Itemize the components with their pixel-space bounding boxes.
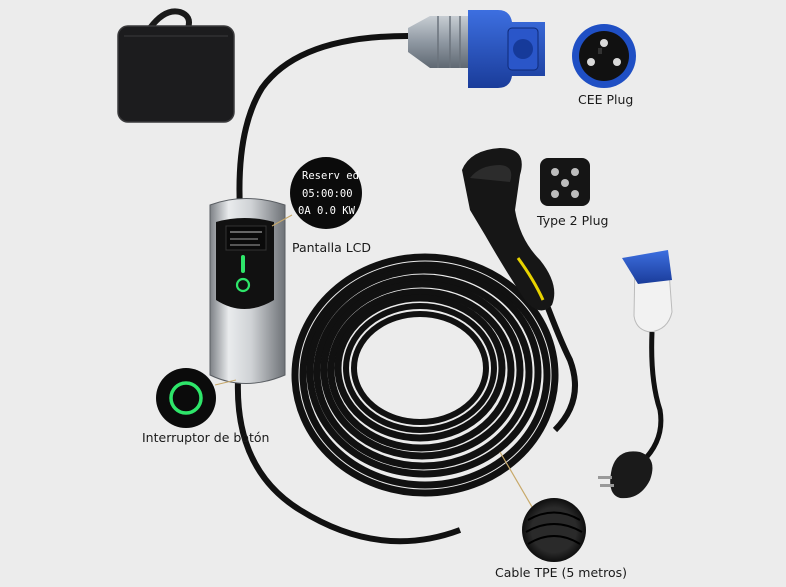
- type2-plug-label: Type 2 Plug: [537, 213, 609, 228]
- type2-plug-face: [540, 158, 590, 206]
- cable-lower: [234, 379, 462, 545]
- lcd-line-2: 05:00:00: [302, 188, 353, 200]
- carry-bag: [117, 8, 235, 123]
- control-box: [209, 198, 286, 384]
- adapter-cable: [598, 250, 673, 499]
- button-label: Interruptor de botón: [142, 430, 270, 445]
- button-callout: [156, 368, 237, 428]
- lcd-label: Pantalla LCD: [292, 240, 372, 255]
- cee-plug-face: [572, 24, 636, 88]
- lcd-line-1: Reserv ed: [302, 170, 359, 182]
- cable-label: Cable TPE (5 metros): [495, 565, 627, 580]
- lcd-line-3: 0A 0.0 KW: [298, 205, 355, 217]
- lcd-callout: [271, 157, 362, 229]
- cable-callout: [499, 451, 586, 562]
- cable-upper: [236, 32, 413, 211]
- power-button: [235, 277, 251, 293]
- type2-accent: [516, 257, 545, 301]
- type2-plug: [462, 148, 555, 311]
- cee-plug: [408, 10, 545, 88]
- cable-coil: [291, 253, 559, 497]
- status-led-bar: [241, 255, 245, 273]
- cable-type2: [542, 298, 578, 433]
- cee-plug-label: CEE Plug: [578, 92, 634, 107]
